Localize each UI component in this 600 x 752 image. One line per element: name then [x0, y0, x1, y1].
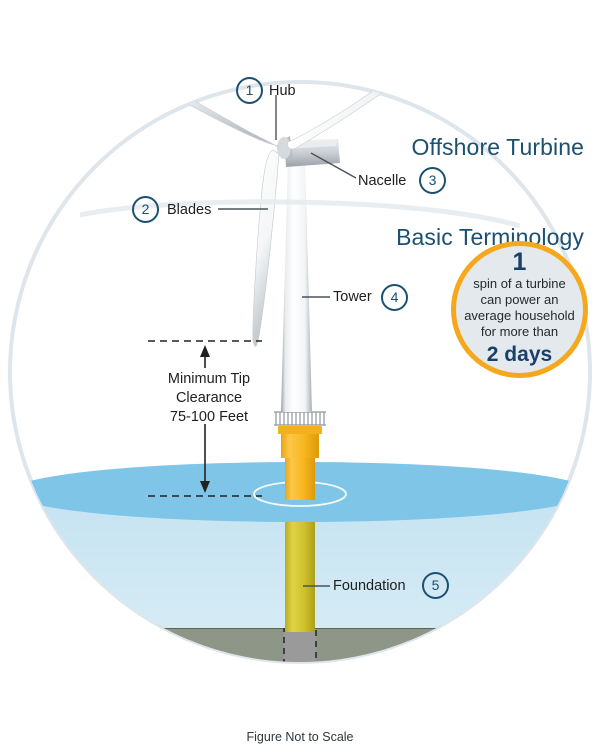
buried-pile	[283, 628, 317, 662]
callout-number: 1	[512, 248, 527, 276]
callout-line-2: can power an	[480, 292, 559, 307]
platform-railing	[274, 411, 326, 426]
turbine-tower	[281, 158, 312, 412]
clearance-line-3: 75-100 Feet	[169, 409, 249, 425]
label-blades: Blades	[167, 202, 212, 218]
marker-4-tower[interactable]: 4	[381, 284, 408, 311]
label-hub: Hub	[269, 83, 296, 99]
callout-line-3: average household	[464, 308, 575, 323]
label-nacelle: Nacelle	[358, 173, 407, 189]
label-foundation: Foundation	[333, 578, 406, 594]
marker-2-blades[interactable]: 2	[132, 196, 159, 223]
clearance-measure	[148, 340, 262, 497]
clearance-line-2: Clearance	[175, 390, 243, 406]
leader-lines	[218, 95, 357, 587]
blade-lower	[252, 149, 280, 347]
marker-5-foundation[interactable]: 5	[422, 572, 449, 599]
clearance-line-1: Minimum Tip	[167, 371, 251, 387]
rotor-sweep-arc	[79, 199, 521, 229]
callout-line-1: spin of a turbine	[473, 276, 566, 291]
leader-nacelle	[310, 152, 357, 179]
clearance-label: Minimum Tip Clearance 75-100 Feet	[150, 370, 268, 427]
label-tower: Tower	[333, 289, 372, 305]
marker-3-nacelle[interactable]: 3	[419, 167, 446, 194]
callout-duration: 2 days	[486, 343, 553, 366]
blade-upper-right	[287, 82, 468, 150]
callout-badge: 1 spin of a turbine can power an average…	[451, 241, 588, 378]
marker-1-hub[interactable]: 1	[236, 77, 263, 104]
title-line-1: Offshore Turbine	[411, 134, 584, 160]
callout-line-4: for more than	[480, 324, 559, 339]
foundation-transition-piece	[278, 426, 322, 500]
figure-caption: Figure Not to Scale	[246, 730, 354, 744]
